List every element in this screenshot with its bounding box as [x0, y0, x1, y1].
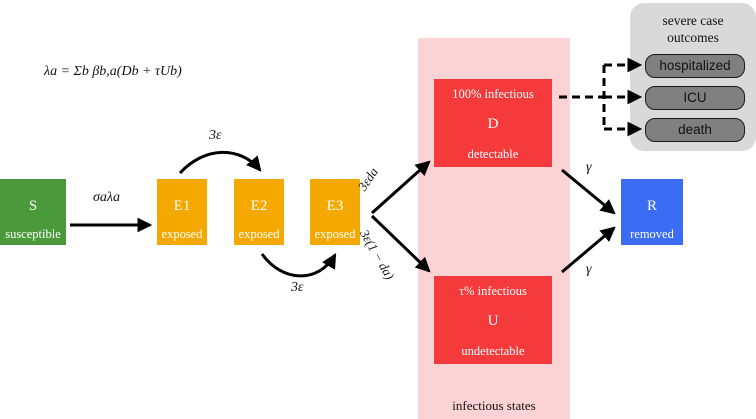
rate-e2-to-e3: 3ε: [291, 280, 304, 296]
compartment-s-symbol: S: [28, 198, 38, 214]
infectious-states-label: infectious states: [452, 398, 536, 413]
compartment-e1-label: exposed: [161, 227, 203, 241]
rate-e1-to-e2: 3ε: [209, 128, 222, 144]
rate-d-to-r-text: γ: [586, 160, 592, 175]
compartment-d-label: detectable: [467, 147, 519, 161]
compartment-u-title: τ% infectious: [459, 284, 527, 298]
compartment-e2-symbol: E2: [250, 198, 268, 214]
compartment-e2: E2 exposed: [234, 179, 284, 245]
compartment-e3-symbol: E3: [326, 198, 344, 214]
arrow-d-to-r: [561, 168, 616, 215]
compartment-e3-label: exposed: [314, 227, 356, 241]
compartment-u-label: undetectable: [461, 344, 525, 358]
compartment-e3: E3 exposed: [310, 179, 360, 245]
force-of-infection-formula: λa = Σb βb,a(Db + τUb): [44, 64, 182, 80]
rate-u-to-r: γ: [586, 262, 592, 278]
outcome-hospitalized: hospitalized: [645, 54, 745, 78]
compartment-d-symbol: D: [487, 116, 499, 132]
compartment-d-title: 100% infectious: [452, 87, 534, 101]
arrow-e3-to-d: [370, 160, 431, 215]
rate-e1-to-e2-text: 3ε: [209, 128, 222, 143]
compartment-s: S susceptible: [0, 179, 66, 245]
compartment-e1: E1 exposed: [157, 179, 207, 245]
severe-title-line1: severe case: [662, 13, 724, 28]
rate-d-to-r: γ: [586, 160, 592, 176]
compartment-d: 100% infectious D detectable: [434, 79, 552, 167]
compartment-r-symbol: R: [646, 198, 657, 214]
rate-s-to-e1: σaλa: [93, 190, 120, 206]
arrow-e1-to-e2: [178, 150, 262, 175]
compartment-s-label: susceptible: [5, 227, 61, 241]
formula-text: λa = Σb βb,a(Db + τUb): [44, 64, 182, 79]
arrow-e2-to-e3: [260, 253, 337, 278]
arrow-e3-to-u: [370, 214, 431, 273]
outcome-icu: ICU: [645, 86, 745, 110]
outcome-death: death: [645, 118, 745, 142]
rate-e2-to-e3-text: 3ε: [291, 280, 304, 295]
compartment-e2-label: exposed: [238, 227, 280, 241]
compartment-r-label: removed: [630, 227, 674, 241]
compartment-u: τ% infectious U undetectable: [434, 276, 552, 364]
compartment-e1-symbol: E1: [173, 198, 191, 214]
rate-u-to-r-text: γ: [586, 262, 592, 277]
severe-title-line2: outcomes: [667, 30, 719, 45]
rate-s-to-e1-text: σaλa: [93, 190, 120, 205]
compartment-u-symbol: U: [487, 313, 499, 329]
arrow-u-to-r: [561, 226, 616, 274]
compartment-r: R removed: [621, 179, 683, 245]
severe-outcomes-title: severe case outcomes: [630, 12, 756, 46]
